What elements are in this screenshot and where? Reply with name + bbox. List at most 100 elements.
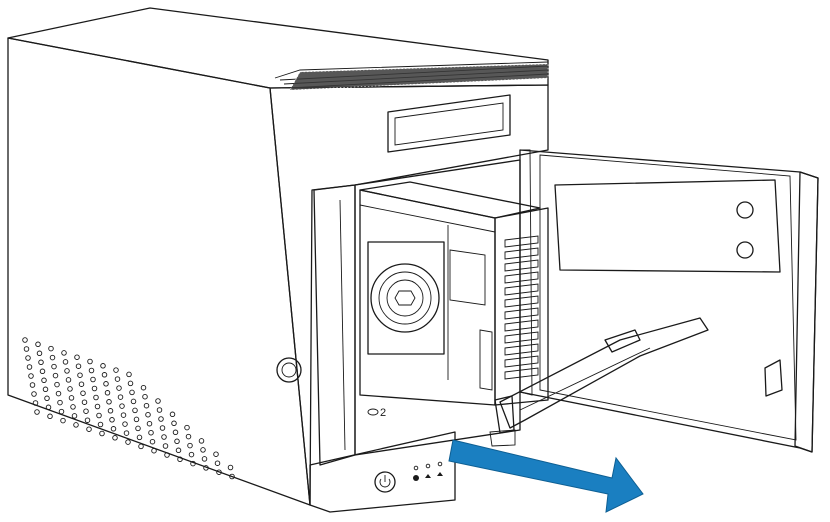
vent-hole <box>31 391 37 397</box>
pull-direction-arrow <box>448 439 644 513</box>
vent-hole <box>42 386 49 393</box>
vent-hole <box>158 416 164 422</box>
vent-hole <box>227 464 234 471</box>
carrier-slot <box>504 295 539 308</box>
vent-hole <box>34 409 40 415</box>
vent-hole <box>38 359 44 366</box>
vent-hole <box>29 382 36 388</box>
vent-hole <box>187 442 193 449</box>
vent-hole <box>116 385 122 391</box>
vent-hole <box>86 426 92 432</box>
vent-hole <box>78 381 85 387</box>
vent-hole <box>54 381 60 388</box>
carrier-slots <box>504 235 539 380</box>
vent-hole <box>32 400 39 406</box>
carrier-slot <box>504 259 539 272</box>
vent-hole <box>83 408 89 414</box>
vent-hole <box>155 398 161 404</box>
vent-hole <box>36 350 43 357</box>
vent-hole <box>162 443 169 449</box>
carrier-slot <box>504 331 539 344</box>
vent-hole <box>203 465 209 471</box>
nas-enclosure: 2 <box>7 7 549 513</box>
vent-hole <box>101 372 108 378</box>
top-vent <box>274 61 549 91</box>
drive-handle-lever <box>489 317 709 447</box>
drive-carrier-face <box>494 207 549 406</box>
vent-hole <box>52 372 59 379</box>
vent-hole <box>146 420 153 427</box>
vent-hole <box>88 367 95 374</box>
power-button <box>374 471 396 493</box>
vent-hole <box>135 425 141 432</box>
vent-hole <box>213 451 219 457</box>
carrier-slot <box>504 367 539 380</box>
bay-number-label: 2 <box>367 407 386 419</box>
vent-hole <box>74 354 80 360</box>
vent-hole <box>214 460 221 466</box>
vent-hole <box>123 430 130 436</box>
vent-hole <box>126 371 132 378</box>
door-panel <box>519 149 819 453</box>
carrier-slot <box>504 247 539 260</box>
vent-hole <box>106 399 112 405</box>
vent-hole <box>23 346 30 352</box>
vent-hole <box>96 412 102 419</box>
vent-hole <box>169 411 176 418</box>
vent-hole <box>71 413 78 419</box>
vent-hole <box>47 413 53 420</box>
vent-hole <box>216 469 222 475</box>
vent-hole <box>145 411 151 418</box>
vent-hole <box>99 430 105 437</box>
vent-hole <box>149 438 156 445</box>
vent-hole <box>100 363 106 369</box>
vent-hole <box>61 350 67 356</box>
vent-hole <box>172 429 179 436</box>
vent-hole <box>140 384 147 391</box>
vent-hole <box>90 376 96 383</box>
vent-hole <box>64 368 70 374</box>
carrier-slot <box>504 355 539 368</box>
carrier-slot <box>504 271 539 284</box>
vent-hole <box>62 359 69 365</box>
vent-hole <box>201 456 208 462</box>
lock-button <box>276 357 302 383</box>
handle-arm <box>499 317 709 429</box>
vent-hole <box>229 473 235 480</box>
vent-hole <box>119 403 125 409</box>
vent-hole <box>120 412 127 418</box>
vent-hole <box>177 456 183 463</box>
carrier-slot <box>504 319 539 332</box>
vent-hole <box>26 364 33 370</box>
vent-hole <box>35 341 41 348</box>
drive-top <box>359 181 541 219</box>
case-left-side <box>7 37 311 506</box>
vent-hole <box>114 376 121 382</box>
vent-hole <box>174 438 180 445</box>
vent-hole <box>97 421 104 428</box>
case-front-bottom <box>309 431 456 513</box>
vent-hole <box>113 367 119 373</box>
vent-hole <box>151 447 157 454</box>
vent-hole <box>75 363 82 369</box>
vent-hole <box>68 395 75 401</box>
vent-hole <box>171 420 177 427</box>
vent-hole <box>190 460 196 467</box>
vent-hole <box>110 426 117 432</box>
vent-hole <box>60 417 66 424</box>
vent-hole <box>107 408 114 414</box>
vent-hole <box>103 381 109 387</box>
carrier-slot <box>504 283 539 296</box>
vent-hole <box>87 358 93 365</box>
vent-hole <box>81 399 88 405</box>
vent-hole <box>130 398 137 405</box>
door-latch <box>764 359 783 397</box>
vent-hole <box>73 422 79 428</box>
vent-hole <box>143 402 150 409</box>
vent-hole <box>93 394 99 401</box>
vent-hole <box>70 404 76 410</box>
drive-spindle <box>367 241 445 355</box>
vent-hole <box>104 390 111 396</box>
vent-hole <box>148 429 154 436</box>
